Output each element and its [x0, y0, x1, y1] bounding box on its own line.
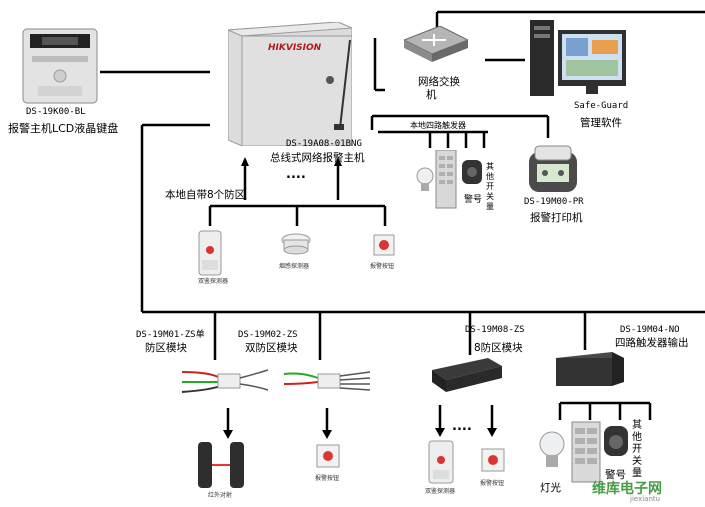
- infrared-beam: [196, 440, 246, 490]
- m8-ellipsis: ....: [452, 419, 472, 434]
- local-trigger-devices: [416, 150, 486, 210]
- keypad-icon: [22, 28, 98, 104]
- pc-sub: 管理软件: [580, 117, 622, 129]
- m4-alarm-label: 警号: [605, 469, 626, 481]
- switch-name-1: 网络交换: [418, 76, 460, 88]
- module-m4-name: 四路触发器输出: [615, 337, 689, 349]
- other-char: 量: [632, 468, 642, 479]
- other-char: 他: [486, 172, 494, 181]
- trigger-output-module-icon: [556, 352, 624, 386]
- m4-output-devices: [538, 420, 630, 484]
- host-model: DS-19A08-01BNG: [286, 139, 362, 149]
- m4-lamp-label: 灯光: [540, 482, 561, 494]
- module-m1-model: DS-19M01-ZS单: [136, 330, 205, 340]
- module-m8-model: DS-19M08-ZS: [465, 325, 525, 335]
- other-char: 其: [486, 162, 494, 171]
- m8-alarm-button-label: 报警按钮: [480, 480, 505, 487]
- smoke-detector: [281, 232, 311, 256]
- network-switch: [404, 26, 468, 62]
- module-m1-name: 防区模块: [145, 342, 187, 354]
- alarm-button: [373, 234, 395, 256]
- m2-alarm-button-label: 报警按钮: [315, 475, 340, 482]
- printer-icon: [529, 145, 577, 192]
- watermark: 维库电子网: [592, 481, 662, 497]
- module-m2-name: 双防区模块: [245, 342, 298, 354]
- module-m2: [282, 362, 372, 402]
- switch-name-2: 机: [426, 89, 437, 101]
- pc-icon: [530, 20, 626, 96]
- pc-name: Safe-Guard: [574, 101, 629, 111]
- m8-dual-detector: [428, 440, 454, 484]
- smoke-detector-label: 烟感探测器: [279, 263, 310, 270]
- dual-detector-icon: [198, 230, 222, 276]
- host-brand: HIKVISION: [268, 43, 322, 53]
- switch-icon: [404, 26, 468, 62]
- zone-module-8-icon: [432, 358, 502, 392]
- m2-alarm-button: [316, 444, 340, 468]
- local-zones-title: 本地自带8个防区: [165, 189, 246, 201]
- printer-name: 报警打印机: [530, 212, 583, 224]
- alarm-button-icon: [373, 234, 395, 256]
- m4-other-switch-label: 其 他 开 关 量: [632, 420, 644, 480]
- other-char: 关: [486, 192, 494, 201]
- alarm-button-icon: [316, 444, 340, 468]
- module-m2-model: DS-19M02-ZS: [238, 330, 298, 340]
- module-m4: [556, 352, 624, 388]
- printer-model: DS-19M00-PR: [524, 197, 584, 207]
- local-trigger-title: 本地四路触发器: [410, 121, 466, 130]
- m8-alarm-button: [481, 448, 505, 472]
- other-char: 其: [632, 420, 642, 431]
- m8-dual-detector-label: 双鉴探测器: [425, 488, 456, 495]
- infrared-beam-icon: [198, 442, 244, 488]
- other-char: 开: [632, 444, 642, 455]
- dual-detector-icon: [428, 440, 454, 484]
- local-alarm-label: 警号: [464, 195, 483, 205]
- pc: [528, 16, 628, 100]
- alarm-button-label: 报警按钮: [370, 263, 395, 270]
- infrared-beam-label: 红外对射: [208, 492, 233, 499]
- module-m1: [180, 362, 270, 402]
- module-m8: [432, 358, 502, 392]
- dual-detector-label: 双鉴探测器: [198, 278, 229, 285]
- keypad-model: DS-19K00-BL: [26, 107, 86, 117]
- zone-module-single-icon: [181, 369, 269, 393]
- alarm-button-icon: [481, 448, 505, 472]
- smoke-detector-icon: [281, 233, 311, 255]
- alarm-printer: [527, 142, 579, 194]
- module-m4-model: DS-19M04-NO: [620, 325, 680, 335]
- host-ellipsis: ....: [286, 167, 306, 182]
- lamp-panel-alarm-icons: [416, 150, 482, 209]
- local-other-switch-label: 其 他 开 关 量: [486, 162, 496, 212]
- other-char: 关: [632, 456, 642, 467]
- lamp-panel-alarm-icons: [539, 421, 628, 483]
- alarm-host: HIKVISION: [228, 22, 352, 146]
- host-cabinet-icon: [228, 22, 352, 146]
- keypad-name: 报警主机LCD液晶键盘: [8, 122, 119, 135]
- lcd-keypad: [22, 28, 98, 104]
- other-char: 他: [632, 432, 642, 443]
- other-char: 量: [486, 202, 494, 211]
- module-m8-name: 8防区模块: [474, 342, 523, 354]
- watermark-sub: jiexiantu: [630, 495, 661, 503]
- host-name: 总线式网络报警主机: [270, 152, 365, 164]
- zone-module-double-icon: [283, 371, 371, 391]
- other-char: 开: [486, 182, 494, 191]
- dual-detector: [198, 230, 222, 276]
